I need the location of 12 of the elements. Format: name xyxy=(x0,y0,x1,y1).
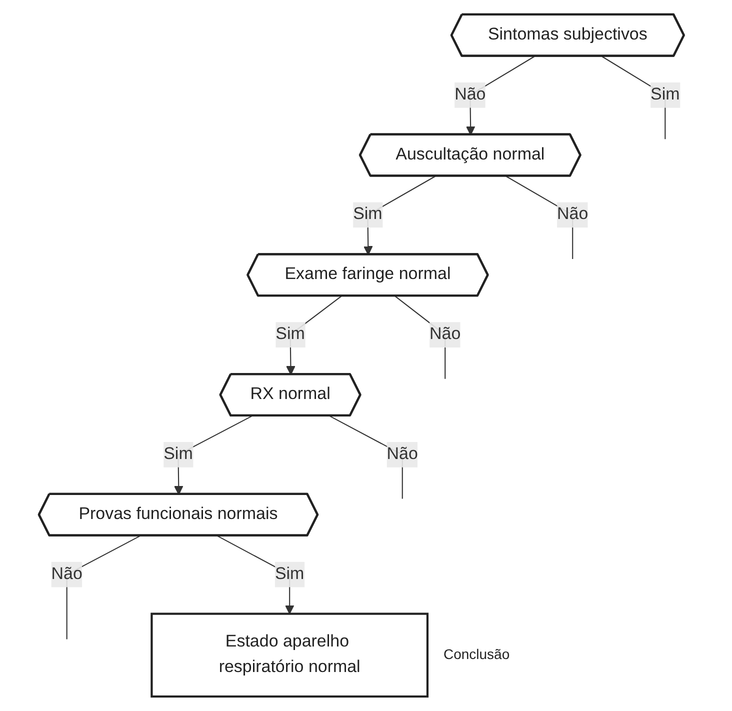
node-box: Estado aparelho respiratório normal xyxy=(150,612,429,698)
edge-label: Sim xyxy=(650,86,680,104)
edge-label: Sim xyxy=(164,445,193,464)
conclusion-label: Conclusão xyxy=(443,646,510,662)
edge-label: Não xyxy=(51,564,82,584)
edge-label: Não xyxy=(454,86,486,104)
edge-label: Sim xyxy=(353,205,382,224)
edge-label: Não xyxy=(430,325,461,344)
edge-label: Sim xyxy=(274,564,304,584)
edge-label: Sim xyxy=(276,325,305,344)
edge-label: Não xyxy=(557,205,588,224)
edge-label: Não xyxy=(386,445,418,464)
